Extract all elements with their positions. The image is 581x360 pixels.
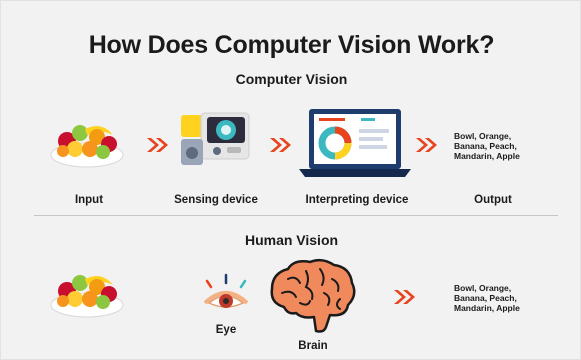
flow-arrow-icon (415, 137, 439, 153)
brain-label: Brain (298, 340, 328, 352)
flow-arrow-icon (146, 137, 170, 153)
eye-icon (199, 273, 253, 313)
flow-arrow-icon (269, 137, 293, 153)
step-label-output: Output (474, 194, 512, 206)
section-divider (34, 215, 558, 216)
brain-icon (266, 257, 360, 337)
camera-icon (179, 111, 253, 169)
step-label-interpreting: Interpreting device (305, 194, 409, 206)
output-line: Mandarin, Apple (454, 151, 520, 161)
cv-output-list: Bowl, Orange, Banana, Peach, Mandarin, A… (454, 131, 520, 161)
laptop-chart-icon (299, 107, 411, 181)
fruit-bowl-icon (47, 119, 127, 171)
output-line: Bowl, Orange, (454, 283, 512, 293)
page-title: How Does Computer Vision Work? (88, 31, 495, 59)
computer-vision-heading: Computer Vision (235, 71, 348, 87)
output-line: Bowl, Orange, (454, 131, 512, 141)
hv-output-list: Bowl, Orange, Banana, Peach, Mandarin, A… (454, 283, 520, 313)
output-line: Banana, Peach, (454, 293, 517, 303)
eye-label: Eye (215, 324, 237, 336)
output-line: Mandarin, Apple (454, 303, 520, 313)
flow-arrow-icon (393, 289, 417, 305)
step-label-sensing: Sensing device (174, 194, 258, 206)
fruit-bowl-icon (47, 269, 127, 321)
human-vision-heading: Human Vision (244, 232, 339, 248)
output-line: Banana, Peach, (454, 141, 517, 151)
step-label-input: Input (74, 194, 104, 206)
